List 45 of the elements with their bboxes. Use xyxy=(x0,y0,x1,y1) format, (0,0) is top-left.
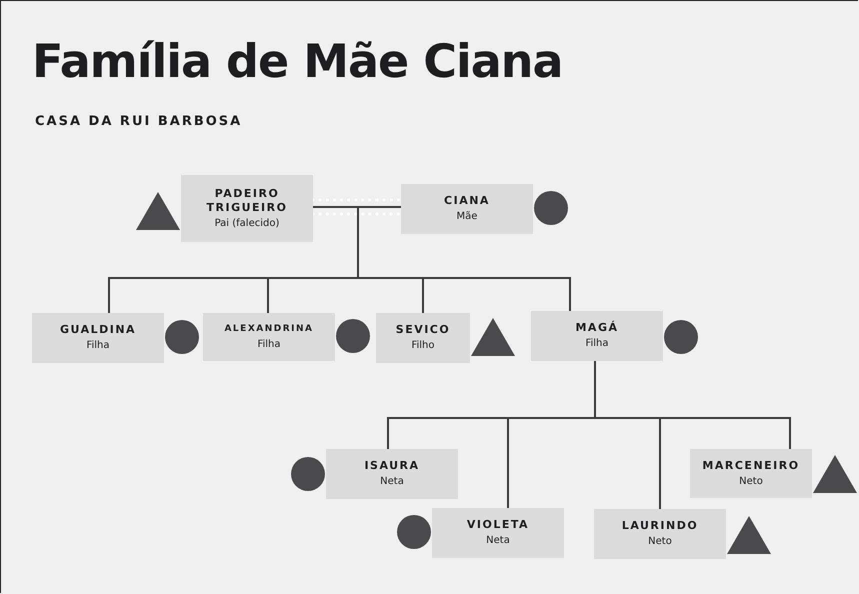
relation-label: Filha xyxy=(585,337,609,351)
relation-label: Pai (falecido) xyxy=(214,216,280,230)
person-box xyxy=(531,311,663,361)
person-box xyxy=(326,449,458,499)
person-box xyxy=(32,313,164,363)
person-box xyxy=(432,508,564,558)
relation-label: Neta xyxy=(380,475,404,489)
subtitle: CASA DA RUI BARBOSA xyxy=(35,114,242,129)
person-box xyxy=(690,449,812,498)
relation-label: Filha xyxy=(257,338,281,352)
person-name: LAURINDO xyxy=(622,519,698,533)
relation-label: Filha xyxy=(86,339,110,353)
person-name: MAGÁ xyxy=(575,321,618,335)
person-name: GUALDINA xyxy=(60,323,136,337)
person-name: ISAURA xyxy=(364,459,420,473)
circle-icon xyxy=(165,320,199,354)
person-box xyxy=(376,313,470,363)
person-box xyxy=(203,313,335,361)
relation-label: Neto xyxy=(739,474,763,488)
relation-label: Neta xyxy=(486,534,510,548)
circle-icon xyxy=(291,457,325,491)
person-box xyxy=(181,175,313,242)
triangle-icon xyxy=(136,192,180,230)
person-box xyxy=(401,184,533,234)
person-box xyxy=(594,509,726,559)
triangle-icon xyxy=(471,318,515,356)
triangle-icon xyxy=(813,455,857,493)
circle-icon xyxy=(664,320,698,354)
circle-icon xyxy=(534,191,568,225)
person-name: MARCENEIRO xyxy=(702,458,800,472)
family-tree-line xyxy=(108,206,571,314)
person-name: ALEXANDRINA xyxy=(224,323,314,336)
person-name: SEVICO xyxy=(396,323,450,337)
relation-label: Mãe xyxy=(456,210,478,224)
circle-icon xyxy=(336,319,370,353)
person-name: PADEIRO TRIGUEIRO xyxy=(206,186,288,214)
relation-label: Filho xyxy=(411,339,435,353)
family-tree-line xyxy=(387,360,791,510)
person-name: VIOLETA xyxy=(466,518,530,532)
triangle-icon xyxy=(727,516,771,554)
circle-icon xyxy=(397,515,431,549)
relation-label: Neto xyxy=(648,535,672,549)
title: Família de Mãe Ciana xyxy=(32,34,563,88)
person-name: CIANA xyxy=(444,194,490,208)
marriage-line xyxy=(312,198,402,216)
